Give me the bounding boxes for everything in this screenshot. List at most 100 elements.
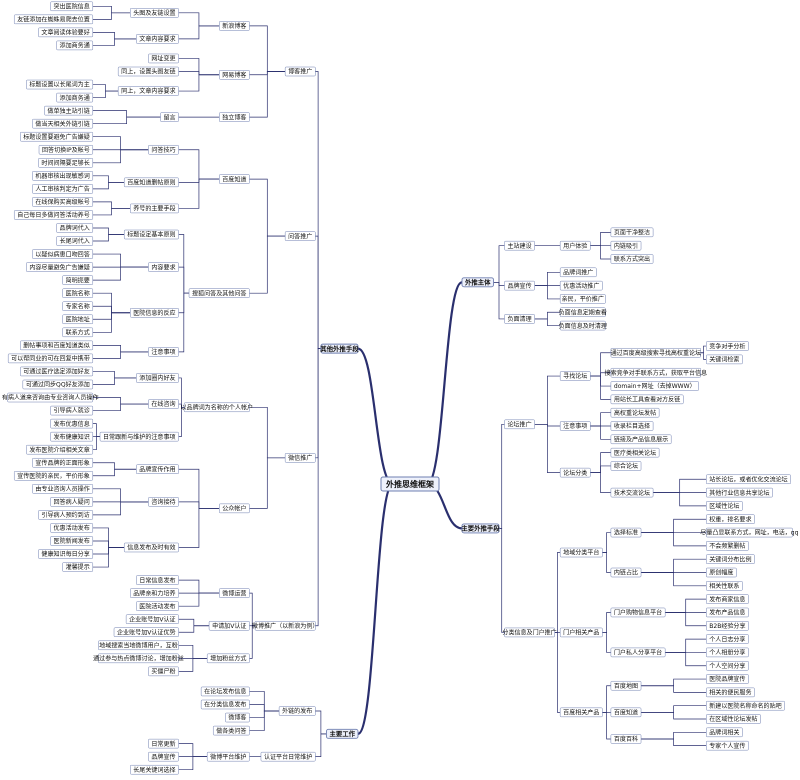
mind-node-60[interactable]: 品牌宣传作用	[136, 464, 179, 474]
mind-node-142[interactable]: B2B经验分享	[706, 621, 749, 631]
mind-node-4[interactable]: 突出医院信息	[50, 1, 94, 12]
mind-node-14[interactable]: 添加商务通	[56, 92, 94, 103]
mind-node-129[interactable]: 地域分类平台	[559, 547, 603, 558]
center-node[interactable]: 外推思维框架	[380, 476, 440, 492]
mind-node-104[interactable]: 亲民，平价推广	[559, 294, 606, 304]
mind-node-80[interactable]: 增加粉丝方式	[206, 653, 250, 664]
mind-node-40[interactable]: 医院名称	[62, 288, 94, 298]
mind-node-65[interactable]: 回答病人疑问	[50, 497, 94, 507]
mind-node-8[interactable]: 添加商务通	[56, 40, 94, 51]
mind-node-17[interactable]: 做单独主站引链	[44, 105, 94, 116]
mind-node-121[interactable]: 论坛分类	[559, 467, 591, 478]
mind-node-23[interactable]: 回答切换IP及帐号	[38, 144, 94, 155]
mind-node-2[interactable]: 新浪博客	[219, 21, 250, 31]
mind-node-150[interactable]: 相关的便民服务	[706, 687, 755, 698]
mind-node-133[interactable]: 不会频繁删帖	[706, 541, 749, 551]
mind-node-82[interactable]: 通过参与热点微博讨论，增加粉丝	[93, 653, 184, 664]
mind-node-56[interactable]: 发布优惠信息	[50, 418, 94, 429]
mind-node-15[interactable]: 独立博客	[219, 112, 250, 122]
mind-node-147[interactable]: 百度相关产品	[559, 707, 603, 718]
mind-node-113[interactable]: 关键词检索	[706, 354, 743, 365]
mind-node-39[interactable]: 医院信息的反应	[130, 308, 179, 318]
mind-node-77[interactable]: 申请加V认证	[208, 620, 250, 631]
mind-node-125[interactable]: 站长论坛，或者优化交流论坛	[706, 474, 791, 485]
mind-node-37[interactable]: 内容尽量避免广告嫌疑	[26, 262, 94, 272]
mind-node-31[interactable]: 搜狐问答及其他问答	[188, 288, 250, 298]
mind-node-136[interactable]: 原创幅度	[706, 567, 737, 578]
mind-node-52[interactable]: 在线咨询	[148, 399, 179, 409]
mind-node-153[interactable]: 在区域性论坛发帖	[706, 714, 761, 724]
mind-node-21[interactable]: 问答技巧	[148, 144, 179, 155]
mind-node-81[interactable]: 地域搜索当地微博用户，互粉	[98, 640, 179, 651]
mind-node-100[interactable]: 联系方式突出	[610, 254, 654, 264]
mind-node-7[interactable]: 文章阅读体验要好	[38, 27, 94, 38]
mind-node-44[interactable]: 注意事项	[148, 347, 179, 357]
mind-node-62[interactable]: 宣传医院的亲民，平价形象	[13, 471, 94, 481]
mind-node-68[interactable]: 优惠活动发布	[50, 523, 94, 533]
mind-node-34[interactable]: 长尾词代入	[56, 236, 94, 246]
mind-node-126[interactable]: 其他行业信息共享论坛	[706, 487, 773, 498]
mind-node-101[interactable]: 品牌宣传	[504, 280, 535, 291]
mind-node-46[interactable]: 可以帮同业的可在回复中携带	[7, 353, 94, 364]
mind-node-47[interactable]: 微信推广	[284, 453, 316, 463]
mind-node-118[interactable]: 高权重论坛发帖	[610, 407, 660, 418]
mind-node-130[interactable]: 选择标准	[610, 527, 642, 538]
mind-node-107[interactable]: 负面信息及时清理	[559, 320, 607, 331]
mind-node-145[interactable]: 个人相册分享	[706, 647, 749, 658]
mind-node-146[interactable]: 个人空间分享	[706, 660, 749, 671]
mind-node-131[interactable]: 权重，排名要求	[706, 514, 755, 524]
mind-node-78[interactable]: 企业账号加V认证	[125, 614, 179, 624]
mind-node-27[interactable]: 人工审核判定为广告	[32, 184, 94, 194]
mind-node-66[interactable]: 引导病人预约到访	[38, 510, 94, 520]
mind-node-55[interactable]: 日常跟新与维护的注意事项	[99, 431, 179, 442]
mind-node-112[interactable]: 竞争对手分析	[706, 341, 749, 351]
mind-node-85[interactable]: 外链的发布	[278, 706, 316, 716]
mind-node-139[interactable]: 门户购物信息平台	[610, 607, 666, 618]
mind-node-41[interactable]: 专家名称	[62, 301, 94, 311]
mind-node-61[interactable]: 宣传品牌的正面形象	[32, 457, 94, 468]
mind-node-141[interactable]: 发布产品信息	[706, 607, 749, 618]
mind-node-144[interactable]: 个人日志分享	[706, 634, 749, 644]
mind-node-45[interactable]: 删帖事项和百度知道类似	[20, 340, 94, 351]
mind-node-151[interactable]: 百度知道	[610, 707, 642, 718]
mind-node-143[interactable]: 门户私人分享平台	[610, 647, 666, 658]
mind-node-22[interactable]: 标题设置要避免广告嫌疑	[20, 131, 94, 142]
mind-node-87[interactable]: 在分类信息发布	[200, 699, 250, 710]
mind-node-9[interactable]: 网易博客	[219, 70, 250, 80]
mind-node-50[interactable]: 可通过医疗选定添加好友	[20, 366, 94, 377]
mind-node-53[interactable]: 有病人道来咨询由专业咨询人员操作	[2, 392, 99, 403]
mind-node-54[interactable]: 引导病人就诊	[50, 405, 94, 416]
mind-node-10[interactable]: 网址变更	[148, 53, 179, 64]
mind-node-108[interactable]: 主要外推手段	[461, 523, 500, 534]
mind-node-98[interactable]: 页面干净整洁	[610, 227, 654, 238]
mind-node-0[interactable]: 其他外推手段	[320, 343, 359, 354]
mind-node-134[interactable]: 内链占比	[610, 567, 642, 578]
mind-node-95[interactable]: 外推主体	[461, 277, 494, 288]
mind-node-122[interactable]: 医疗类相关论坛	[610, 447, 660, 458]
mind-node-3[interactable]: 头图及友链设置	[130, 8, 179, 18]
mind-node-30[interactable]: 自己每日多做问答活动养号	[13, 210, 94, 220]
mind-node-155[interactable]: 品牌词相关	[706, 727, 743, 738]
mind-node-105[interactable]: 负面清理	[504, 314, 535, 324]
mind-node-72[interactable]: 微博推广（以新浪为例）	[252, 620, 319, 631]
mind-node-84[interactable]: 主要工作	[325, 728, 359, 739]
mind-node-64[interactable]: 由专业咨询人员操作	[32, 484, 94, 494]
mind-node-149[interactable]: 医院品牌宣传	[706, 674, 749, 684]
mind-node-29[interactable]: 在线保购买高级帐号	[32, 197, 94, 207]
mind-node-49[interactable]: 添加圈内好友	[136, 373, 179, 383]
mind-node-109[interactable]: 论坛推广	[504, 419, 535, 430]
mind-node-135[interactable]: 关键词分布比例	[706, 554, 755, 564]
mind-node-90[interactable]: 认证平台日常维护	[260, 751, 316, 762]
mind-node-86[interactable]: 在论坛发布信息	[200, 686, 250, 697]
mind-node-152[interactable]: 新建以医院名称命名的贴吧	[706, 700, 785, 711]
mind-node-103[interactable]: 优惠活动推广	[559, 280, 603, 291]
mind-node-51[interactable]: 可通过同步QQ好友添加	[22, 379, 94, 390]
mind-node-93[interactable]: 品牌宣传	[148, 751, 179, 762]
mind-node-33[interactable]: 品牌词代入	[56, 223, 94, 233]
mind-node-19[interactable]: 问答推广	[284, 231, 316, 241]
mind-node-73[interactable]: 微博运营	[219, 588, 250, 598]
mind-node-128[interactable]: 分类信息及门户推广	[502, 627, 557, 638]
mind-node-96[interactable]: 主站建设	[504, 240, 535, 251]
mind-node-59[interactable]: 公众帐户	[219, 503, 250, 514]
mind-node-48[interactable]: 以品牌词为名称的个人帐户	[181, 402, 254, 413]
